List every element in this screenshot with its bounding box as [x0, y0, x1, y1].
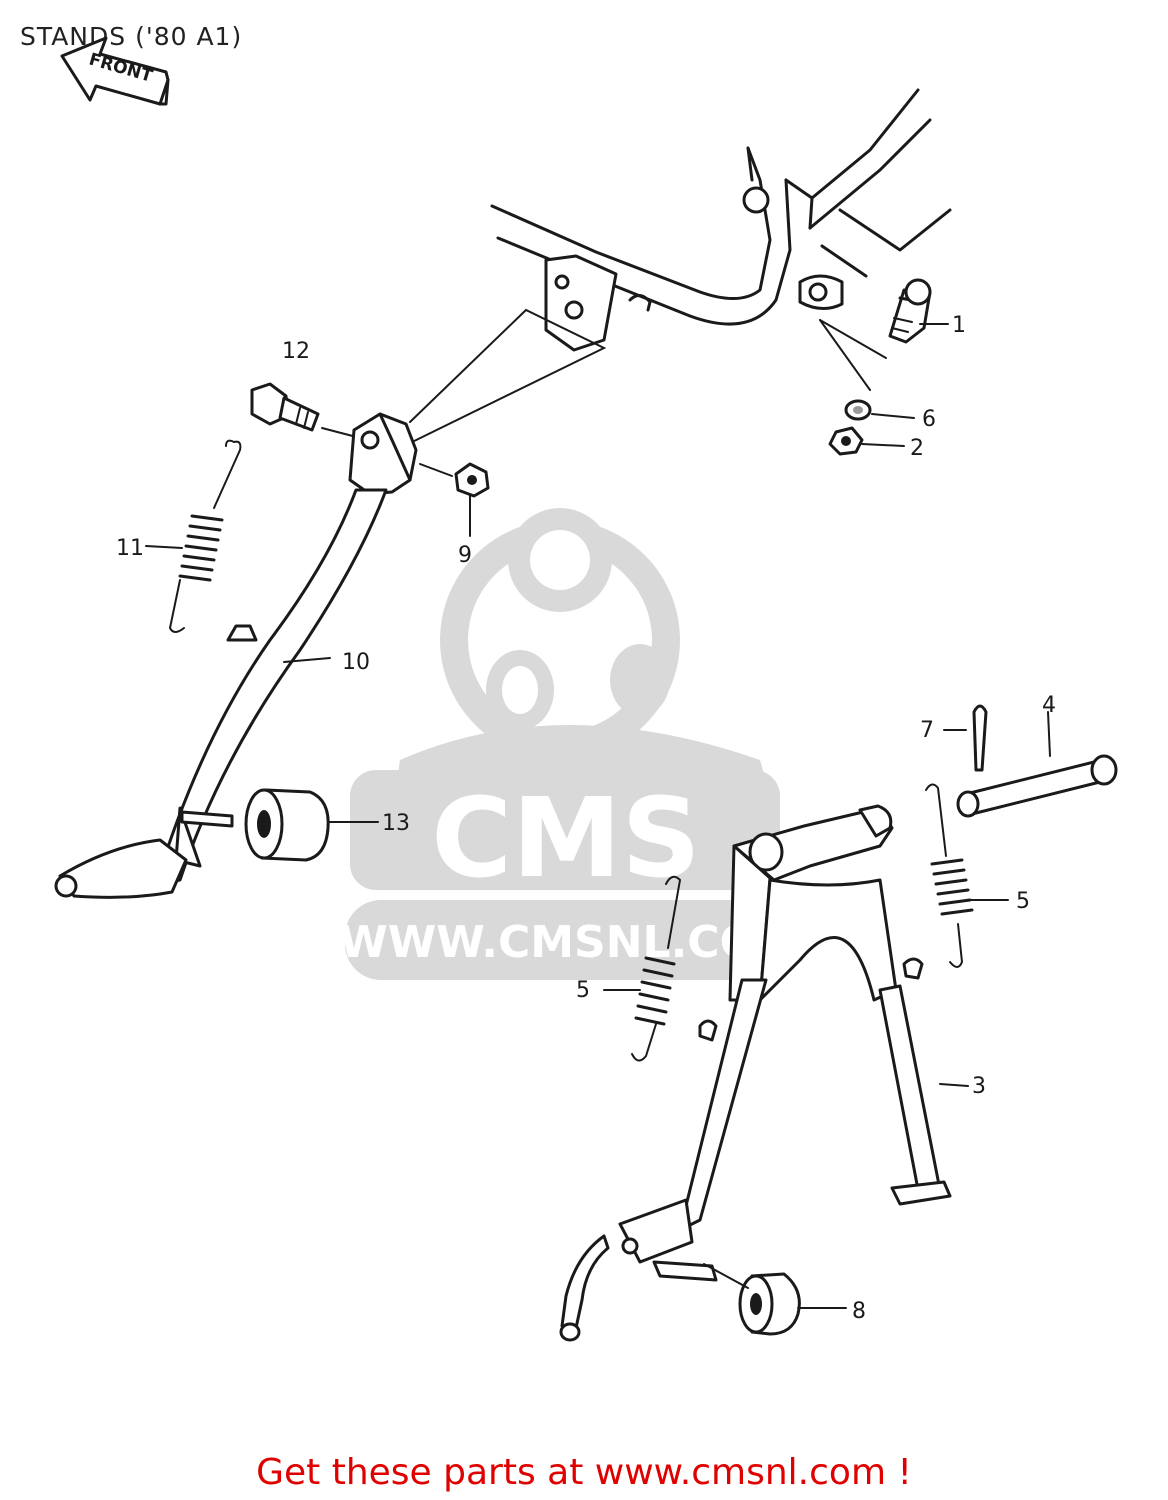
callout-2: 2	[910, 436, 924, 461]
part-11-spring	[145, 439, 242, 633]
part-5-spring-right	[925, 783, 1009, 968]
part-8-roller	[703, 1263, 847, 1336]
leader-lines	[469, 323, 949, 537]
part-1-bolt	[888, 278, 932, 344]
part-13-roller	[244, 788, 379, 862]
callout-5b: 5	[576, 978, 590, 1003]
front-direction-arrow: FRONT	[60, 36, 170, 106]
callout-labels: 1 2 3 4 5 5 6 7 8 9 10 11 12 13	[116, 313, 1056, 1324]
callout-12: 12	[282, 339, 310, 364]
callout-6: 6	[922, 407, 936, 432]
frame-section	[403, 88, 952, 447]
callout-1: 1	[952, 313, 966, 338]
part-3-center-stand	[559, 804, 969, 1342]
callout-7: 7	[920, 718, 934, 743]
diagram-title: STANDS ('80 A1)	[20, 22, 243, 51]
part-4-pivot-shaft	[956, 711, 1118, 818]
watermark-brand: CMS	[431, 774, 700, 902]
part-5-spring-left	[603, 875, 682, 1062]
callout-5a: 5	[1016, 889, 1030, 914]
exploded-view-drawing: CMS WWW.CMSNL.COM FRONT	[54, 36, 1118, 1342]
part-2-nut	[828, 426, 864, 456]
callout-11: 11	[116, 536, 144, 561]
callout-3: 3	[972, 1074, 986, 1099]
watermark-url: WWW.CMSNL.COM	[339, 917, 801, 968]
callout-13: 13	[382, 811, 410, 836]
part-9-nut	[419, 462, 490, 498]
footer-parts-link[interactable]: Get these parts at www.cmsnl.com !	[256, 1452, 912, 1493]
part-6-washer	[844, 399, 872, 421]
callout-4: 4	[1042, 693, 1056, 718]
callout-10: 10	[342, 650, 370, 675]
callout-9: 9	[458, 543, 472, 568]
callout-8: 8	[852, 1299, 866, 1324]
part-10-side-stand	[54, 412, 418, 899]
part-12-bolt	[250, 382, 369, 441]
part-7-cotter-pin	[943, 704, 988, 772]
cms-watermark: CMS WWW.CMSNL.COM	[339, 508, 801, 980]
